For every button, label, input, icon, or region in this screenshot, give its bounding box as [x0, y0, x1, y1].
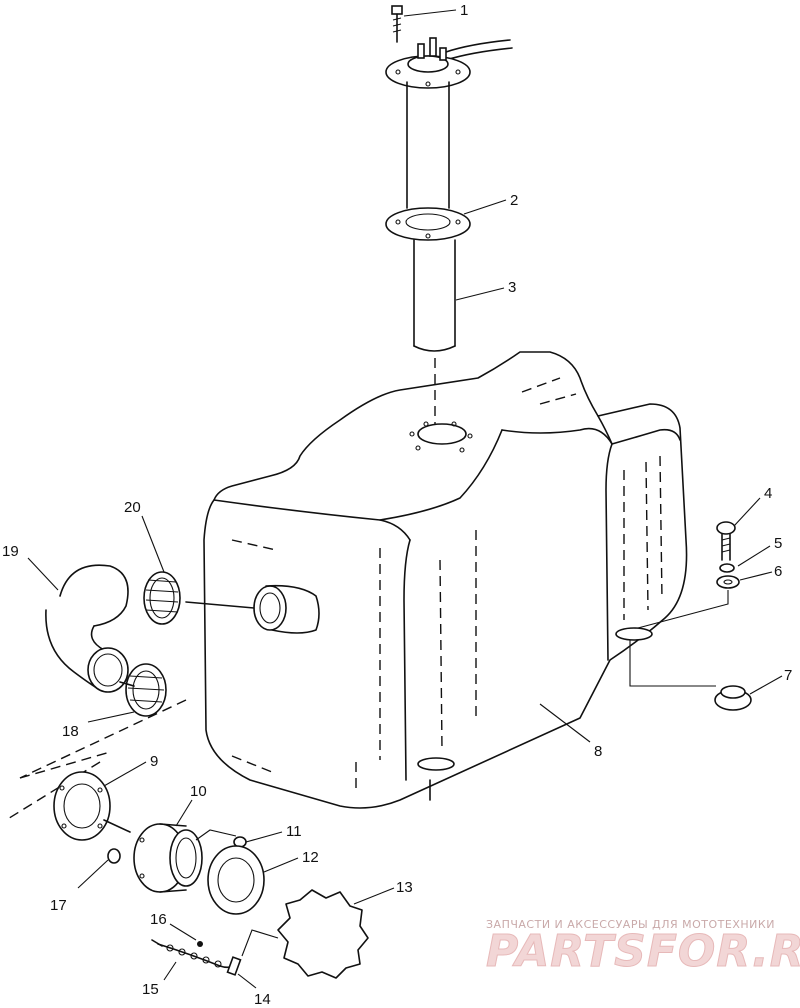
hose-clamp-upper — [143, 571, 181, 625]
callout-2: 2 — [510, 192, 518, 209]
callout-13: 13 — [396, 879, 413, 896]
filler-gasket — [53, 771, 111, 841]
cap-gasket — [207, 845, 265, 915]
callout-10: 10 — [190, 783, 207, 800]
watermark-tagline: ЗАПЧАСТИ И АКСЕССУАРЫ ДЛЯ МОТОТЕХНИКИ — [486, 918, 775, 931]
callout-4: 4 — [764, 485, 772, 502]
tether-rivet — [197, 941, 203, 947]
sender-tube — [413, 239, 456, 352]
hose-clamp-lower — [125, 663, 167, 717]
callout-12: 12 — [302, 849, 319, 866]
callout-18: 18 — [62, 723, 79, 740]
callout-17: 17 — [50, 897, 67, 914]
callout-1: 1 — [460, 2, 468, 19]
filler-nut — [107, 848, 121, 864]
fuel-tank — [203, 351, 688, 809]
filler-neck — [133, 823, 203, 893]
tether-strap — [151, 939, 239, 969]
fuel-sender-assembly — [385, 5, 513, 430]
tether-ring — [226, 956, 242, 976]
callout-14: 14 — [254, 991, 271, 1008]
watermark-logo: PARTSFOR.RU — [486, 926, 800, 977]
lock-washer — [719, 563, 735, 573]
callout-19: 19 — [2, 543, 19, 560]
sender-gasket — [385, 207, 471, 241]
callout-7: 7 — [784, 667, 792, 684]
flat-washer — [716, 575, 740, 589]
callout-6: 6 — [774, 563, 782, 580]
callout-20: 20 — [124, 499, 141, 516]
callout-leaders — [27, 9, 783, 989]
callout-15: 15 — [142, 981, 159, 998]
callout-11: 11 — [286, 823, 302, 840]
callout-16: 16 — [150, 911, 167, 928]
watermark: ЗАПЧАСТИ И АКСЕССУАРЫ ДЛЯ МОТОТЕХНИКИ PA… — [486, 918, 800, 978]
callout-8: 8 — [594, 743, 602, 760]
callout-9: 9 — [150, 753, 158, 770]
mount-bolt — [716, 521, 736, 561]
callout-3: 3 — [508, 279, 516, 296]
filler-cap — [277, 889, 369, 979]
callout-5: 5 — [774, 535, 782, 552]
sender-screw — [391, 5, 403, 43]
filler-hose — [45, 564, 129, 693]
tank-grommet — [714, 685, 752, 711]
